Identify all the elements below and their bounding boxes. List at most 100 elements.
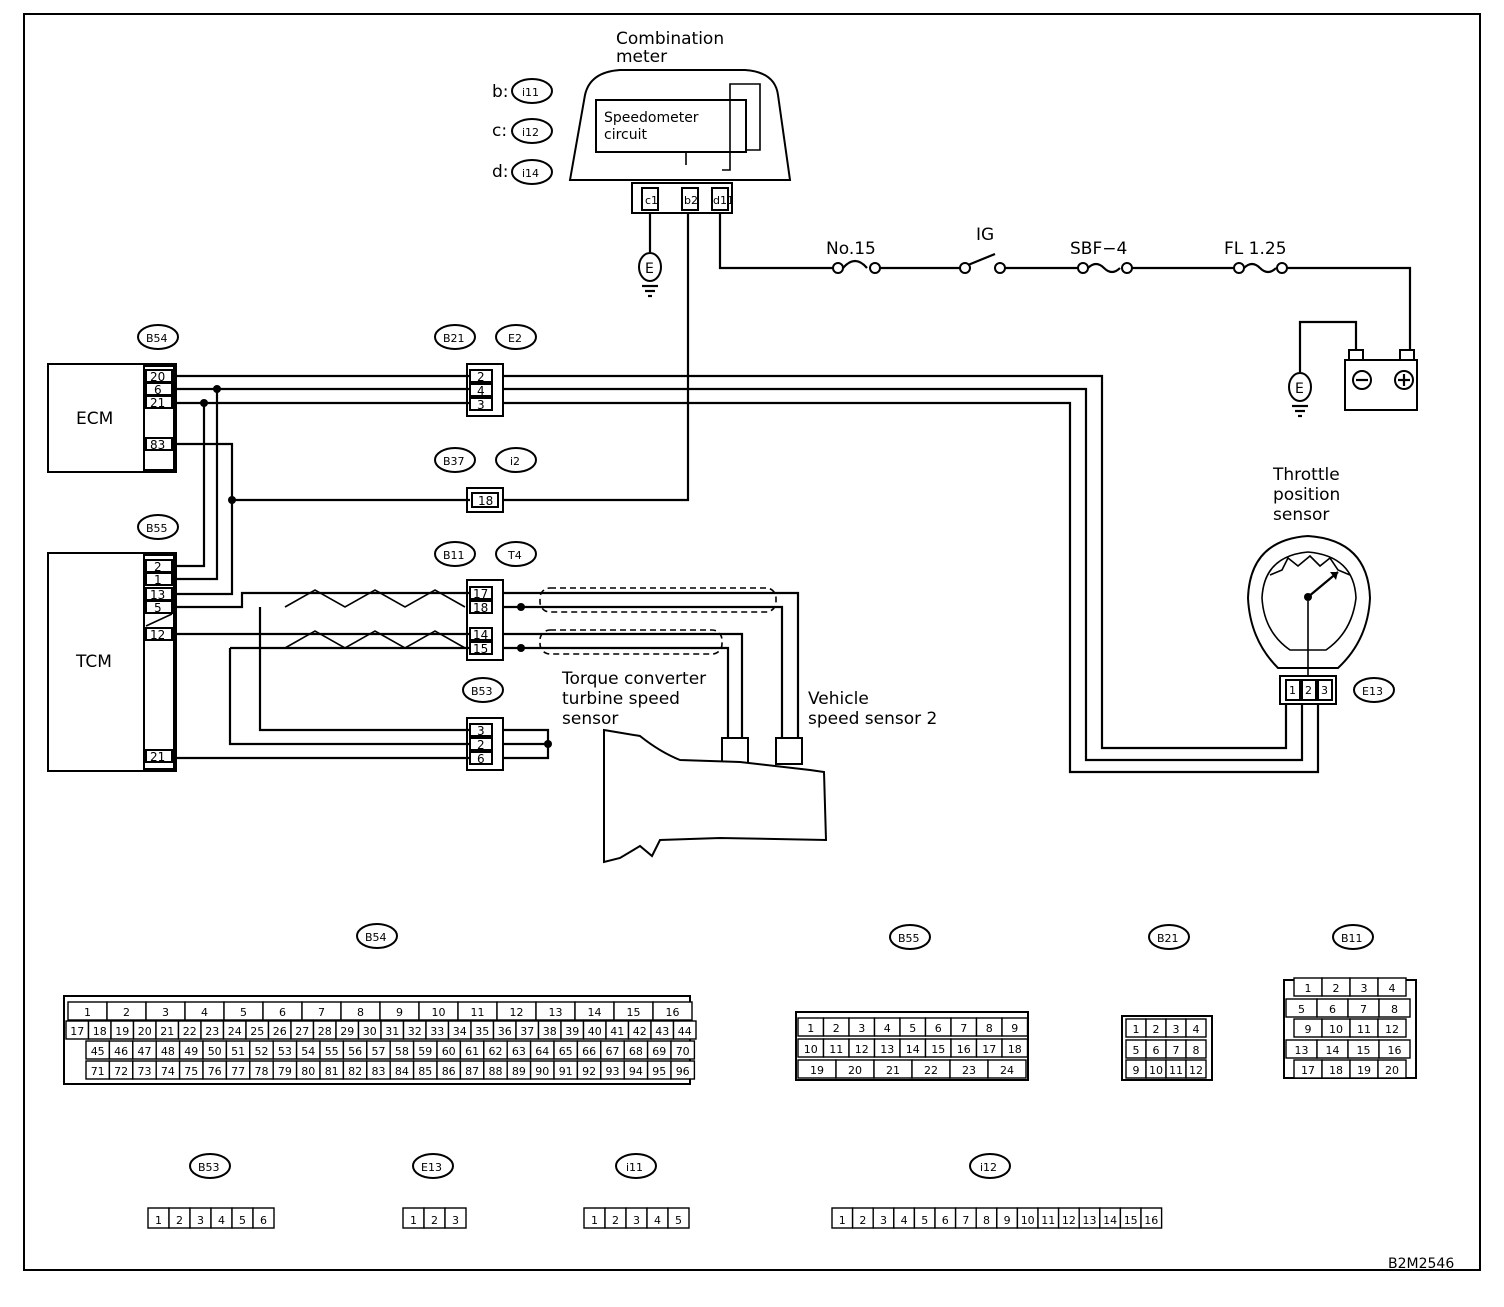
- connector-e2-badge: E2: [508, 332, 522, 345]
- face-b54-r4-pin: 89: [512, 1065, 526, 1078]
- face-b54-r4-pin: 83: [372, 1065, 386, 1078]
- face-b11-r1-pin: 1: [1305, 982, 1312, 995]
- face-b54-r4-pin: 90: [535, 1065, 549, 1078]
- combination-meter-label-1: Combination: [616, 29, 724, 49]
- face-b21-r1-pin: 1: [1133, 1023, 1140, 1036]
- b11-pin-18: 18: [473, 601, 488, 615]
- face-b54-r1-pin: 12: [510, 1006, 524, 1019]
- fl125-label: FL 1.25: [1224, 239, 1287, 259]
- face-b55-r3-pin: 22: [924, 1064, 938, 1077]
- face-b21-r1-pin: 2: [1153, 1023, 1160, 1036]
- face-b54-r4-pin: 74: [161, 1065, 175, 1078]
- ecm-pin-21: 21: [150, 396, 165, 410]
- face-b53-pin: 2: [176, 1214, 183, 1227]
- face-b54-r3-pin: 50: [208, 1045, 222, 1058]
- face-b54-r3-pin: 66: [582, 1045, 596, 1058]
- face-i11-pin: 4: [654, 1214, 661, 1227]
- connector-b11-badge: B11: [443, 549, 465, 562]
- face-b21-r2-pin: 5: [1133, 1044, 1140, 1057]
- face-b54-r2-pin: 26: [273, 1025, 287, 1038]
- power-circuit: No.15 IG SBF−4 FL 1.25: [718, 213, 1412, 350]
- face-b55-r1-pin: 7: [960, 1022, 967, 1035]
- face-i12-cell: [1140, 1207, 1163, 1229]
- b53-junction: B53 3 2 6: [462, 677, 504, 771]
- b21-pin-4: 4: [477, 384, 485, 398]
- face-b55-r2-pin: 14: [906, 1043, 920, 1056]
- face-i12-pin: 16: [1144, 1214, 1158, 1227]
- face-b53-pin: 6: [260, 1214, 267, 1227]
- face-i12-pin: 5: [921, 1214, 928, 1227]
- connector-i12-badge: i12: [522, 126, 539, 139]
- face-b11-r5-pin: 20: [1385, 1064, 1399, 1077]
- face-b55-r1-pin: 5: [909, 1022, 916, 1035]
- face-b55-r2-pin: 18: [1008, 1043, 1022, 1056]
- face-b55-r2-pin: 13: [880, 1043, 894, 1056]
- face-b54-r3-pin: 69: [652, 1045, 666, 1058]
- face-b54-r2-pin: 38: [543, 1025, 557, 1038]
- face-b11-r1-cell: [1377, 977, 1407, 997]
- face-b54-r4-pin: 84: [395, 1065, 409, 1078]
- tcm-pin-5: 5: [154, 601, 162, 615]
- face-i11-cell: [667, 1207, 690, 1229]
- face-b54-r1-pin: 10: [432, 1006, 446, 1019]
- tc-sensor-plug: [721, 737, 749, 765]
- face-b55-r2-pin: 15: [931, 1043, 945, 1056]
- face-b54-r2-pin: 42: [633, 1025, 647, 1038]
- connector-b53-badge: B53: [471, 685, 493, 698]
- face-b54-r4-pin: 87: [465, 1065, 479, 1078]
- face-b54-r3-pin: 61: [465, 1045, 479, 1058]
- face-b54-badge: B54: [365, 931, 387, 944]
- connector-b21-badge: B21: [443, 332, 465, 345]
- ground-icon: E: [645, 261, 654, 277]
- face-b54-r4-pin: 73: [138, 1065, 152, 1078]
- face-i12-badge: i12: [980, 1161, 997, 1174]
- face-b54-r1-pin: 1: [84, 1006, 91, 1019]
- face-b54-r4-pin: 94: [629, 1065, 643, 1078]
- face-b54-r3-pin: 45: [91, 1045, 105, 1058]
- face-b54-r4-pin: 92: [582, 1065, 596, 1078]
- face-b55-r1-pin: 6: [935, 1022, 942, 1035]
- face-b53-pin: 4: [218, 1214, 225, 1227]
- face-e13-badge: E13: [421, 1161, 442, 1174]
- face-i11-pin: 3: [633, 1214, 640, 1227]
- face-b54-r2-pin: 33: [430, 1025, 444, 1038]
- face-b55-r3-pin: 20: [848, 1064, 862, 1077]
- battery: E: [1288, 320, 1418, 418]
- face-b11-r4-pin: 13: [1295, 1044, 1309, 1057]
- tps-label-3: sensor: [1273, 505, 1329, 525]
- face-b11-r5-pin: 17: [1301, 1064, 1315, 1077]
- face-b54-r2-pin: 35: [475, 1025, 489, 1038]
- face-b55-r3-pin: 19: [810, 1064, 824, 1077]
- face-b21-r2-pin: 8: [1193, 1044, 1200, 1057]
- b11-pin-17: 17: [473, 587, 488, 601]
- b37-i2-junction: B37 i2 18: [434, 447, 537, 513]
- face-b54-r3-pin: 53: [278, 1045, 292, 1058]
- face-b55-r2-pin: 16: [957, 1043, 971, 1056]
- face-b54-r2-pin: 40: [588, 1025, 602, 1038]
- face-b54-r1-pin: 4: [201, 1006, 208, 1019]
- meter-pin-b2: b2: [684, 194, 698, 207]
- face-b54-r3-pin: 47: [138, 1045, 152, 1058]
- face-e13-pin: 1: [410, 1214, 417, 1227]
- face-b54-r4-pin: 76: [208, 1065, 222, 1078]
- face-b11-r1-pin: 2: [1333, 982, 1340, 995]
- face-b11-r1-pin: 4: [1389, 982, 1396, 995]
- face-b21-r2-pin: 6: [1153, 1044, 1160, 1057]
- face-b54-r4-pin: 75: [184, 1065, 198, 1078]
- face-b54-r3-cell: [670, 1040, 696, 1060]
- face-b54-r3-pin: 64: [535, 1045, 549, 1058]
- face-b11-r3-pin: 11: [1357, 1023, 1371, 1036]
- tps-pin-1: 1: [1289, 684, 1296, 697]
- face-b21-r3-cell: [1185, 1059, 1207, 1079]
- face-i12-pin: 8: [983, 1214, 990, 1227]
- face-i12-pin: 3: [880, 1214, 887, 1227]
- face-b54-r2-pin: 43: [655, 1025, 669, 1038]
- face-b54-r4-pin: 91: [559, 1065, 573, 1078]
- face-b11-r5-pin: 18: [1329, 1064, 1343, 1077]
- face-b54-r2-pin: 22: [183, 1025, 197, 1038]
- face-b11-r3-pin: 9: [1305, 1023, 1312, 1036]
- connector-b55-badge: B55: [146, 522, 168, 535]
- connector-i11-badge: i11: [522, 86, 539, 99]
- face-i12-pin: 13: [1083, 1214, 1097, 1227]
- face-b54-r2-pin: 29: [340, 1025, 354, 1038]
